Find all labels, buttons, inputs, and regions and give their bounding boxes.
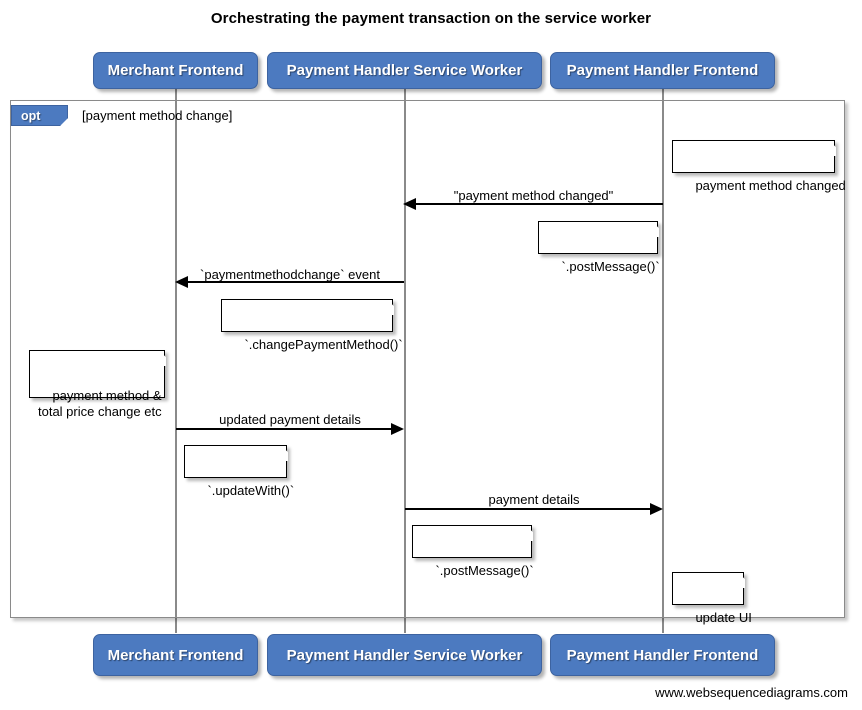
participant-payment-handler-frontend-bottom[interactable]: Payment Handler Frontend: [550, 634, 775, 676]
lifeline-merchant-frontend: [175, 88, 177, 633]
message-arrowhead-paymentmethodchange-event: [175, 276, 188, 288]
participant-payment-handler-frontend-top[interactable]: Payment Handler Frontend: [550, 52, 775, 89]
message-arrowhead-updated-payment-details: [391, 423, 404, 435]
message-label-updated-payment-details: updated payment details: [219, 412, 361, 427]
message-line-payment-details: [405, 508, 651, 510]
page-title: Orchestrating the payment transaction on…: [210, 10, 652, 27]
note-fold-icon: [642, 220, 659, 237]
note-fold-icon: [728, 571, 745, 588]
note-post-message-1: `.postMessage()`: [538, 220, 660, 274]
note-change-payment-method: `.changePaymentMethod()`: [221, 298, 403, 352]
note-fold-icon: [149, 349, 166, 366]
note-payment-method-changed: payment method changed: [672, 139, 846, 193]
participant-merchant-frontend-top[interactable]: Merchant Frontend: [93, 52, 258, 89]
message-line-updated-payment-details: [176, 428, 392, 430]
participant-merchant-frontend-bottom[interactable]: Merchant Frontend: [93, 634, 258, 676]
fragment-opt-frame: [10, 100, 845, 618]
message-label-payment-details: payment details: [488, 492, 580, 507]
lifeline-payment-handler-frontend: [662, 88, 664, 633]
participant-payment-handler-service-worker-bottom[interactable]: Payment Handler Service Worker: [267, 634, 542, 676]
message-arrowhead-payment-method-changed: [403, 198, 416, 210]
message-arrowhead-payment-details: [650, 503, 663, 515]
lifeline-payment-handler-service-worker: [404, 88, 406, 633]
note-fold-icon: [516, 524, 533, 541]
note-fold-icon: [819, 139, 836, 156]
participant-payment-handler-service-worker-top[interactable]: Payment Handler Service Worker: [267, 52, 542, 89]
note-fold-icon: [271, 444, 288, 461]
message-line-paymentmethodchange-event: [177, 281, 404, 283]
fragment-opt-tag: opt: [11, 105, 68, 126]
note-update-ui: update UI: [672, 571, 752, 625]
note-fold-icon: [377, 298, 394, 315]
message-label-payment-method-changed: "payment method changed": [453, 188, 614, 203]
note-post-message-2: `.postMessage()`: [412, 524, 534, 578]
message-label-paymentmethodchange-event: `paymentmethodchange` event: [200, 267, 380, 282]
fragment-opt-condition: [payment method change]: [82, 108, 233, 123]
message-line-payment-method-changed: [405, 203, 663, 205]
footer-watermark: www.websequencediagrams.com: [655, 685, 848, 700]
note-payment-method-total-price: payment method & total price change etc: [29, 349, 166, 419]
note-update-with: `.updateWith()`: [184, 444, 294, 498]
